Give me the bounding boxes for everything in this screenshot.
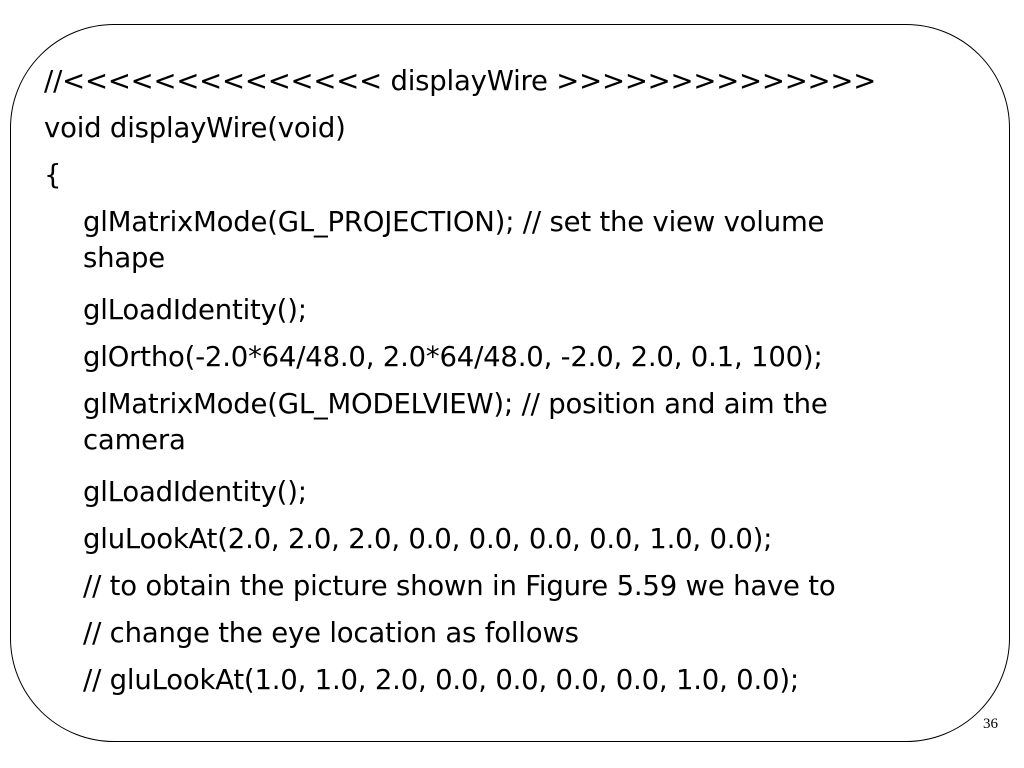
page-number: 36	[983, 716, 998, 732]
code-line-load-identity: glLoadIdentity();	[83, 476, 307, 508]
code-line-text: glMatrixMode(GL_PROJECTION); // set the …	[83, 206, 825, 238]
code-block: //<<<<<<<<<<<<<< displayWire >>>>>>>>>>>…	[44, 66, 944, 712]
code-line-comment-header: //<<<<<<<<<<<<<< displayWire >>>>>>>>>>>…	[44, 65, 877, 97]
code-line-load-identity: glLoadIdentity();	[83, 294, 307, 326]
code-line-wrap: shape	[83, 242, 165, 274]
code-line-open-brace: {	[44, 159, 62, 191]
rounded-frame	[10, 24, 1010, 742]
code-line-matrix-mode-modelview: glMatrixMode(GL_MODELVIEW); // position …	[44, 389, 944, 461]
code-line-look-at: gluLookAt(2.0, 2.0, 2.0, 0.0, 0.0, 0.0, …	[83, 523, 773, 555]
code-line-text: glMatrixMode(GL_MODELVIEW); // position …	[83, 388, 828, 420]
code-line-wrap: camera	[83, 424, 186, 456]
code-line-function-signature: void displayWire(void)	[44, 112, 346, 144]
code-line-comment: // change the eye location as follows	[83, 617, 579, 649]
code-line-ortho: glOrtho(-2.0*64/48.0, 2.0*64/48.0, -2.0,…	[83, 341, 823, 373]
code-line-comment: // to obtain the picture shown in Figure…	[83, 570, 836, 602]
code-line-matrix-mode-projection: glMatrixMode(GL_PROJECTION); // set the …	[44, 207, 944, 279]
code-line-comment-look-at: // gluLookAt(1.0, 1.0, 2.0, 0.0, 0.0, 0.…	[83, 664, 799, 696]
